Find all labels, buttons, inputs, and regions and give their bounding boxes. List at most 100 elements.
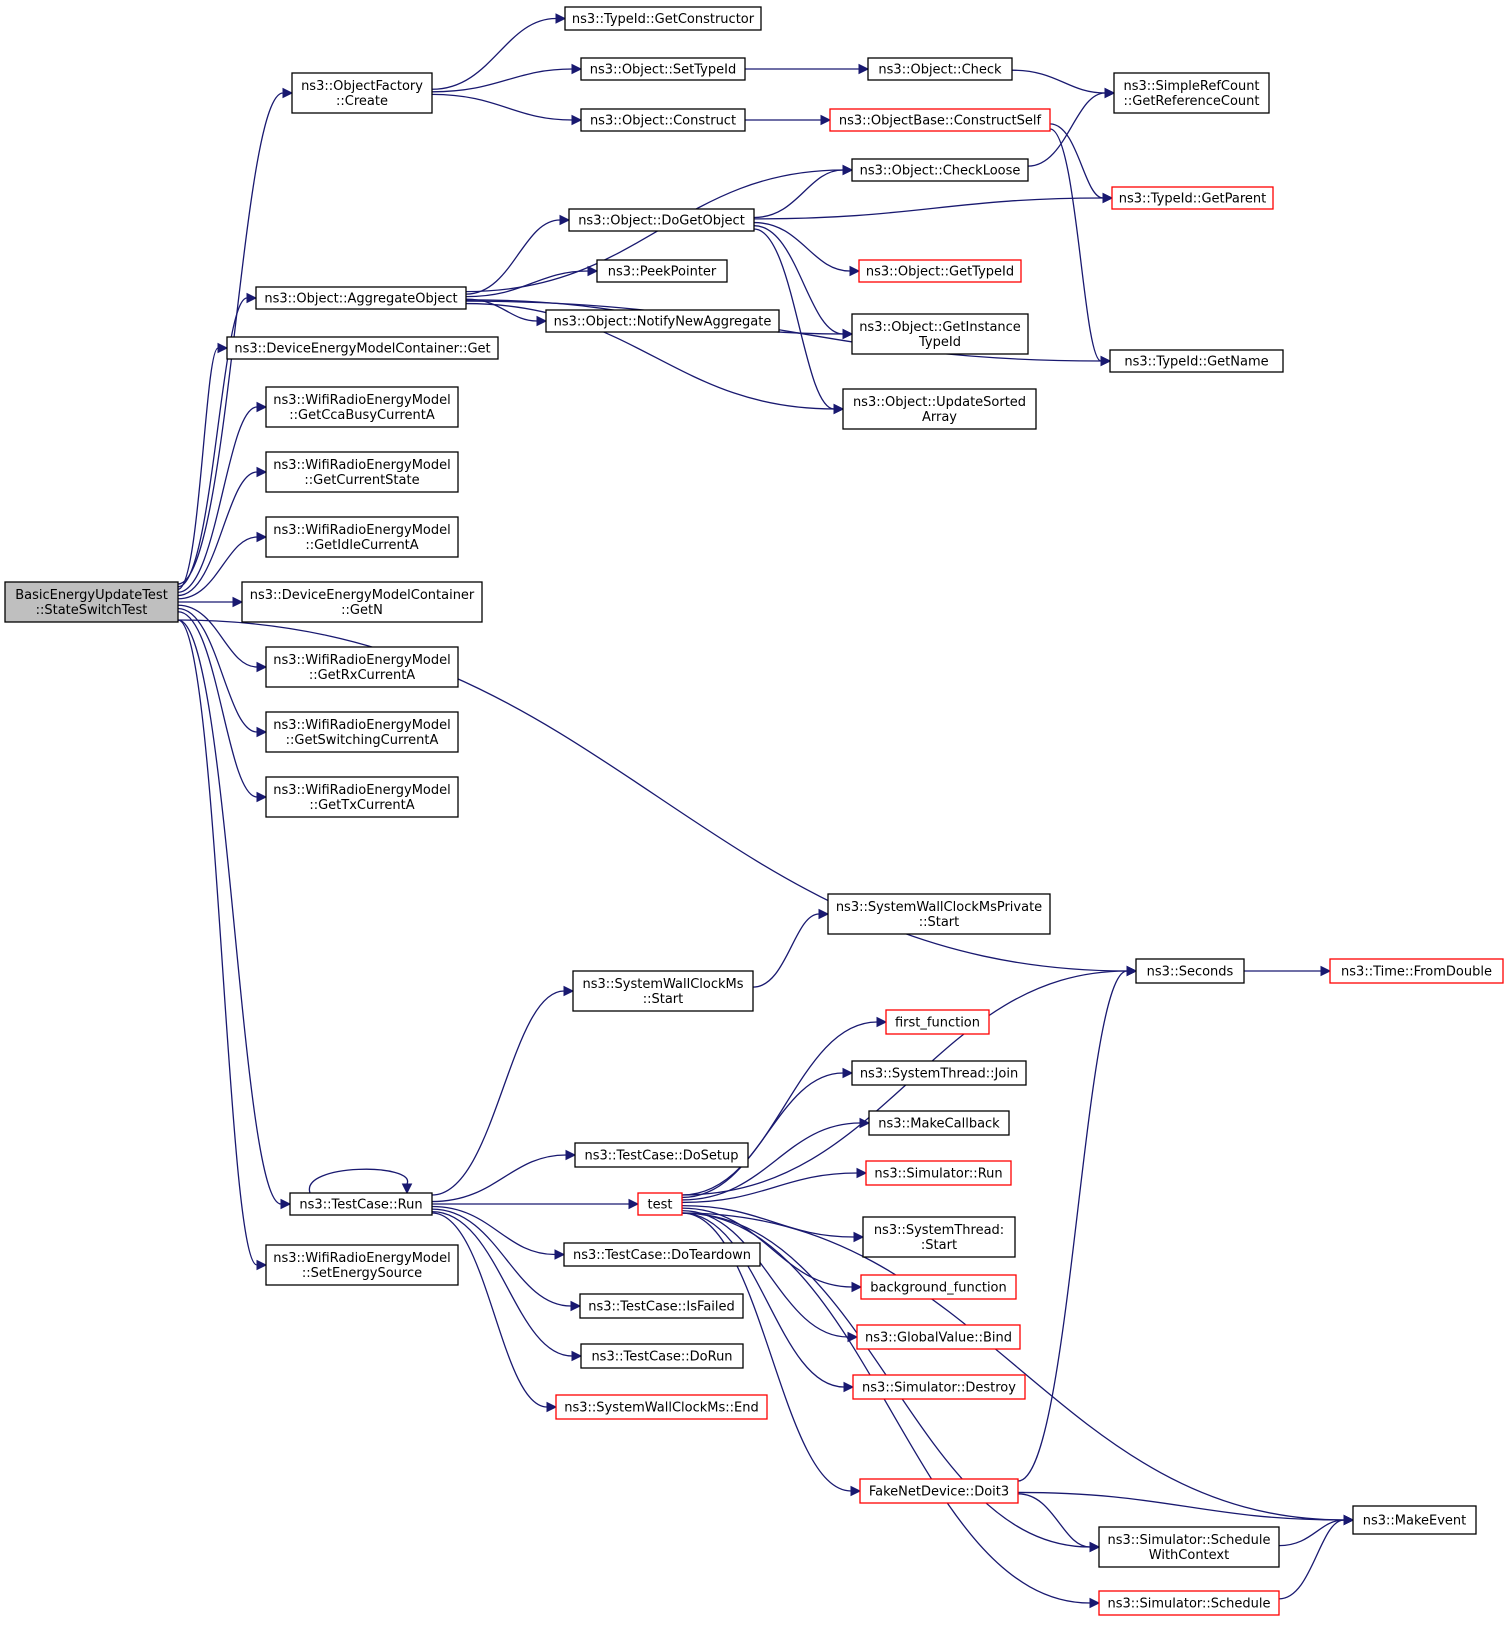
node-label: ::GetCcaBusyCurrentA — [289, 408, 435, 423]
edge-check-to-refcount — [1011, 69, 1116, 99]
node-box — [1352, 1505, 1477, 1535]
edge-schedule-to-makeevent — [1278, 1514, 1355, 1600]
node-label: ns3::SystemWallClockMs — [582, 977, 743, 992]
node-teardown[interactable]: ns3::TestCase::DoTeardown — [563, 1242, 761, 1267]
nodes-layer: BasicEnergyUpdateTest::StateSwitchTestns… — [4, 6, 1504, 1616]
node-seconds[interactable]: ns3::Seconds — [1135, 958, 1245, 984]
edge-aggregate-to-getname — [465, 300, 1112, 367]
edge-root-to-switching — [177, 607, 268, 738]
node-rx[interactable]: ns3::WifiRadioEnergyModel::GetRxCurrentA — [265, 646, 459, 688]
node-box — [852, 1374, 1026, 1400]
node-doit3[interactable]: FakeNetDevice::Doit3 — [859, 1478, 1019, 1504]
node-box — [572, 970, 754, 1012]
node-fromdouble[interactable]: ns3::Time::FromDouble — [1329, 958, 1504, 984]
edge-test-to-makeevent — [681, 1212, 1355, 1526]
node-refcount[interactable]: ns3::SimpleRefCount::GetReferenceCount — [1113, 72, 1270, 114]
node-swc_start[interactable]: ns3::SystemWallClockMs::Start — [572, 970, 754, 1012]
node-getn[interactable]: ns3::DeviceEnergyModelContainer::GetN — [241, 581, 483, 623]
node-aggregate[interactable]: ns3::Object::AggregateObject — [255, 286, 467, 310]
node-setsource[interactable]: ns3::WifiRadioEnergyModel::SetEnergySour… — [265, 1244, 459, 1286]
node-label: background_function — [870, 1281, 1007, 1296]
node-box — [1329, 958, 1504, 984]
node-label: WithContext — [1149, 1548, 1229, 1563]
edge-root-to-idle — [177, 531, 268, 600]
edge-test-to-destroy — [681, 1212, 855, 1393]
node-getparent[interactable]: ns3::TypeId::GetParent — [1111, 186, 1274, 210]
node-isfailed[interactable]: ns3::TestCase::IsFailed — [579, 1293, 744, 1319]
node-background[interactable]: background_function — [860, 1274, 1017, 1300]
edge-root-to-demc_get — [177, 342, 229, 590]
edge-tc_run-to-isfailed — [431, 1208, 582, 1312]
node-label: ns3::TypeId::GetName — [1124, 355, 1268, 370]
edge-test-to-doit3 — [681, 1212, 862, 1497]
node-of_create[interactable]: ns3::ObjectFactory::Create — [291, 72, 433, 114]
node-swc_end[interactable]: ns3::SystemWallClockMs::End — [555, 1394, 768, 1420]
node-join[interactable]: ns3::SystemThread::Join — [851, 1060, 1027, 1086]
node-label: ns3::SystemWallClockMs::End — [564, 1401, 759, 1416]
node-construct[interactable]: ns3::Object::Construct — [580, 108, 746, 132]
node-label: ns3::Object::Construct — [590, 114, 736, 129]
node-curstate[interactable]: ns3::WifiRadioEnergyModel::GetCurrentSta… — [265, 451, 459, 493]
node-destroy[interactable]: ns3::Simulator::Destroy — [852, 1374, 1026, 1400]
edge-root-to-curstate — [177, 466, 268, 597]
node-label: ns3::PeekPointer — [608, 265, 717, 280]
edge-tc_run-to-dorun — [431, 1210, 583, 1362]
node-schedule[interactable]: ns3::Simulator::Schedule — [1098, 1590, 1280, 1616]
edge-constructself-to-getparent — [1049, 123, 1114, 204]
node-box — [1135, 958, 1245, 984]
edge-root-to-aggregate — [177, 292, 258, 588]
node-box — [564, 6, 762, 31]
node-dosetup[interactable]: ns3::TestCase::DoSetup — [574, 1142, 749, 1168]
node-box — [858, 259, 1022, 283]
node-switching[interactable]: ns3::WifiRadioEnergyModel::GetSwitchingC… — [265, 711, 459, 753]
node-box — [265, 386, 459, 428]
edge-dogetobject-to-checkloose — [753, 164, 854, 219]
node-dorun[interactable]: ns3::TestCase::DoRun — [580, 1343, 744, 1369]
node-swcp_start[interactable]: ns3::SystemWallClockMsPrivate::Start — [827, 893, 1051, 935]
node-tx[interactable]: ns3::WifiRadioEnergyModel::GetTxCurrentA — [265, 776, 459, 818]
node-label: ns3::Simulator::Schedule — [1107, 1597, 1270, 1612]
node-peek[interactable]: ns3::PeekPointer — [596, 259, 728, 283]
node-gettypeid[interactable]: ns3::Object::GetTypeId — [858, 259, 1022, 283]
node-settypeid[interactable]: ns3::Object::SetTypeId — [580, 57, 746, 81]
node-label: ::GetTxCurrentA — [309, 798, 414, 813]
node-getname[interactable]: ns3::TypeId::GetName — [1109, 349, 1284, 373]
node-label: FakeNetDevice::Doit3 — [869, 1485, 1009, 1500]
node-label: ns3::TypeId::GetParent — [1119, 192, 1267, 207]
node-box — [580, 108, 746, 132]
node-label: ns3::TestCase::DoTeardown — [573, 1248, 751, 1263]
node-gvbind[interactable]: ns3::GlobalValue::Bind — [856, 1324, 1021, 1350]
edge-tc_run-to-dosetup — [431, 1149, 577, 1203]
node-label: ns3::TestCase::DoSetup — [584, 1149, 738, 1164]
node-sim_run[interactable]: ns3::Simulator::Run — [865, 1160, 1012, 1186]
node-cca[interactable]: ns3::WifiRadioEnergyModel::GetCcaBusyCur… — [265, 386, 459, 428]
node-root[interactable]: BasicEnergyUpdateTest::StateSwitchTest — [4, 581, 179, 623]
edge-dogetobject-to-getparent — [753, 192, 1114, 220]
edge-constructself-to-getname — [1049, 128, 1112, 367]
node-makeevent[interactable]: ns3::MakeEvent — [1352, 1505, 1477, 1535]
node-notify[interactable]: ns3::Object::NotifyNewAggregate — [545, 309, 780, 333]
node-label: ns3::WifiRadioEnergyModel — [273, 783, 451, 798]
node-checkloose[interactable]: ns3::Object::CheckLoose — [851, 158, 1029, 182]
edge-root-to-of_create — [177, 87, 294, 585]
node-demc_get[interactable]: ns3::DeviceEnergyModelContainer::Get — [226, 336, 499, 360]
node-idle[interactable]: ns3::WifiRadioEnergyModel::GetIdleCurren… — [265, 516, 459, 558]
node-box — [860, 1274, 1017, 1300]
node-first[interactable]: first_function — [885, 1009, 990, 1035]
node-label: ns3::TypeId::GetConstructor — [572, 12, 755, 27]
node-getctor[interactable]: ns3::TypeId::GetConstructor — [564, 6, 762, 31]
node-st_start[interactable]: ns3::SystemThread::Start — [862, 1216, 1016, 1258]
node-check[interactable]: ns3::Object::Check — [867, 57, 1013, 81]
node-test[interactable]: test — [637, 1192, 683, 1216]
node-box — [859, 1478, 1019, 1504]
node-constructself[interactable]: ns3::ObjectBase::ConstructSelf — [829, 108, 1051, 132]
node-dogetobject[interactable]: ns3::Object::DoGetObject — [568, 208, 755, 232]
node-box — [596, 259, 728, 283]
edge-tc_run-to-swc_start — [431, 985, 575, 1196]
node-tc_run[interactable]: ns3::TestCase::Run — [289, 1192, 433, 1216]
node-makecallback[interactable]: ns3::MakeCallback — [868, 1110, 1010, 1136]
